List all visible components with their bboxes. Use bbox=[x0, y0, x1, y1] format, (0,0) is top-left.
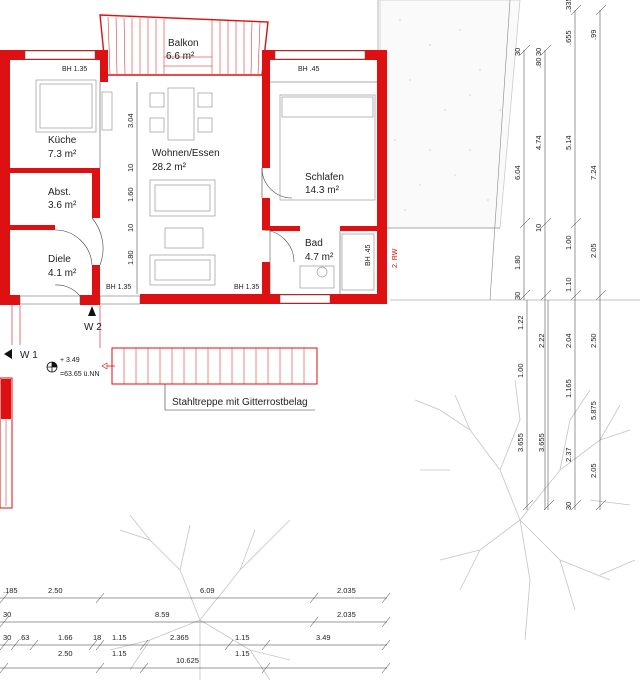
room-wohnen-name: Wohnen/Essen bbox=[152, 148, 220, 159]
right-dim-labels: 1.00 3.655 1.22 2.22 3.655 30 6.04 1.80 … bbox=[513, 0, 598, 510]
furniture bbox=[35, 79, 376, 291]
rw-label: 2. RW bbox=[392, 248, 399, 268]
dim-r4-0: .80 bbox=[534, 58, 543, 68]
inner-dim-d: 10 bbox=[126, 224, 135, 232]
sill-bad: BH .45 bbox=[365, 244, 372, 266]
dim-b1-1: 2.50 bbox=[48, 586, 63, 595]
room-bad-name: Bad bbox=[305, 238, 323, 249]
level-nn-label: =63.65 ü.NN bbox=[60, 371, 100, 378]
room-balkon-name: Balkon bbox=[168, 38, 199, 49]
sill-schlafen: BH .45 bbox=[298, 66, 320, 73]
dim-b4-1: 1.15 bbox=[112, 649, 127, 658]
dim-r1-1: 3.655 bbox=[516, 433, 525, 452]
dim-r4-5: 1.10 bbox=[564, 277, 573, 292]
dim-r6-1: .99 bbox=[589, 30, 598, 40]
bottom-dim-labels: .185 2.50 6.09 2.035 30 8.59 2.035 30 .6… bbox=[3, 586, 356, 665]
sill-kueche: BH 1.35 bbox=[62, 66, 87, 73]
dim-b3-0: 30 bbox=[3, 633, 11, 642]
w2-label: W 2 bbox=[84, 322, 102, 333]
room-abst-area: 3.6 m² bbox=[48, 200, 77, 211]
w1-label: W 1 bbox=[20, 350, 38, 361]
dim-r5-1: 5.14 bbox=[564, 135, 573, 150]
dim-r1-0: 1.00 bbox=[516, 363, 525, 378]
room-schlafen-area: 14.3 m² bbox=[305, 185, 340, 196]
dim-r3-3: 1.80 bbox=[513, 255, 522, 270]
dim-r4-9: 30 bbox=[564, 502, 573, 510]
tree-bottom bbox=[109, 514, 291, 681]
room-diele-name: Diele bbox=[48, 254, 71, 265]
inner-dim-b: 10 bbox=[126, 164, 135, 172]
dim-b3-3: 18 bbox=[93, 633, 101, 642]
dim-b1-2: 6.09 bbox=[200, 586, 215, 595]
balcony bbox=[99, 14, 269, 76]
dim-b2-1: 8.59 bbox=[155, 610, 170, 619]
dim-b3-1: .63 bbox=[19, 633, 29, 642]
sill-diele: BH 1.35 bbox=[106, 284, 131, 291]
dim-b2-2: 2.035 bbox=[337, 610, 356, 619]
room-labels: Balkon 6.6 m² Küche 7.3 m² Abst. 3.6 m² … bbox=[48, 38, 344, 279]
dim-b3-7: 3.49 bbox=[316, 633, 331, 642]
stair-label-box: Stahltreppe mit Gitterrostbelag bbox=[164, 384, 315, 411]
dim-r4-7: 1.165 bbox=[564, 379, 573, 398]
dim-b3-2: 1.66 bbox=[58, 633, 73, 642]
dim-b4-0: 2.50 bbox=[58, 649, 73, 658]
dim-b4-2: 1.15 bbox=[235, 649, 250, 658]
dim-r2-2: 3.655 bbox=[537, 433, 546, 452]
stair-label: Stahltreppe mit Gitterrostbelag bbox=[172, 397, 308, 408]
hatched-area bbox=[377, 0, 640, 301]
inner-dim-e: 1.80 bbox=[126, 250, 135, 265]
dim-r5-4: 2.05 bbox=[589, 463, 598, 478]
dim-b5-0: 10.625 bbox=[176, 656, 199, 665]
inner-dim-line: 3.04 10 1.60 10 1.80 bbox=[126, 82, 138, 294]
doors bbox=[54, 167, 295, 297]
dim-r3-0: 30 bbox=[513, 48, 522, 56]
dim-r6-3: 5.875 bbox=[589, 401, 598, 420]
dim-r6-2: 7.24 bbox=[589, 165, 598, 180]
right-dimensions bbox=[523, 10, 601, 510]
dim-b3-6: 1.15 bbox=[235, 633, 250, 642]
room-wohnen-area: 28.2 m² bbox=[152, 162, 187, 173]
room-bad-area: 4.7 m² bbox=[305, 252, 334, 263]
dim-b1-0: .185 bbox=[3, 586, 18, 595]
inner-dim-a: 3.04 bbox=[126, 113, 135, 128]
stair bbox=[99, 305, 318, 385]
dim-b2-0: 30 bbox=[3, 610, 11, 619]
sill-wohnen: BH 1.35 bbox=[234, 284, 259, 291]
dim-r4-6: 2.04 bbox=[564, 333, 573, 348]
left-post bbox=[0, 305, 21, 509]
dim-r4-8: 2.37 bbox=[564, 447, 573, 462]
dim-r2-0: 1.22 bbox=[516, 315, 525, 330]
dim-r5-2: 2.05 bbox=[589, 243, 598, 258]
dim-r4-3: 10 bbox=[534, 224, 543, 232]
room-kueche-area: 7.3 m² bbox=[48, 149, 77, 160]
dim-r4-4: 1.00 bbox=[564, 235, 573, 250]
room-kueche-name: Küche bbox=[48, 135, 77, 146]
dim-r3-4: 30 bbox=[513, 292, 522, 300]
dim-r5-3: 2.50 bbox=[589, 333, 598, 348]
dim-b1-3: 2.035 bbox=[337, 586, 356, 595]
dim-r6-0: .335 bbox=[564, 0, 573, 12]
dim-b3-5: 2.365 bbox=[170, 633, 189, 642]
tree-right bbox=[414, 379, 636, 641]
dim-r4-1: 30 bbox=[534, 48, 543, 56]
bottom-dimensions bbox=[0, 592, 391, 674]
sill-labels: BH 1.35 BH .45 BH 1.35 BH 1.35 BH .45 bbox=[62, 66, 372, 291]
markers: W 2 W 1 + 3.49 =63.65 ü.NN bbox=[4, 306, 102, 378]
windows bbox=[19, 50, 366, 305]
room-balkon-area: 6.6 m² bbox=[166, 51, 195, 62]
dim-r4-2: 4.74 bbox=[534, 135, 543, 150]
room-diele-area: 4.1 m² bbox=[48, 268, 77, 279]
dim-r3-2: 6.04 bbox=[513, 165, 522, 180]
level-label: + 3.49 bbox=[60, 357, 80, 364]
dim-r5-0: .655 bbox=[564, 30, 573, 45]
dim-b3-4: 1.15 bbox=[112, 633, 127, 642]
inner-dim-c: 1.60 bbox=[126, 187, 135, 202]
dim-r2-1: 2.22 bbox=[537, 333, 546, 348]
right-dim-ticks bbox=[519, 4, 607, 511]
room-abst-name: Abst. bbox=[48, 187, 71, 198]
room-schlafen-name: Schlafen bbox=[305, 172, 344, 183]
